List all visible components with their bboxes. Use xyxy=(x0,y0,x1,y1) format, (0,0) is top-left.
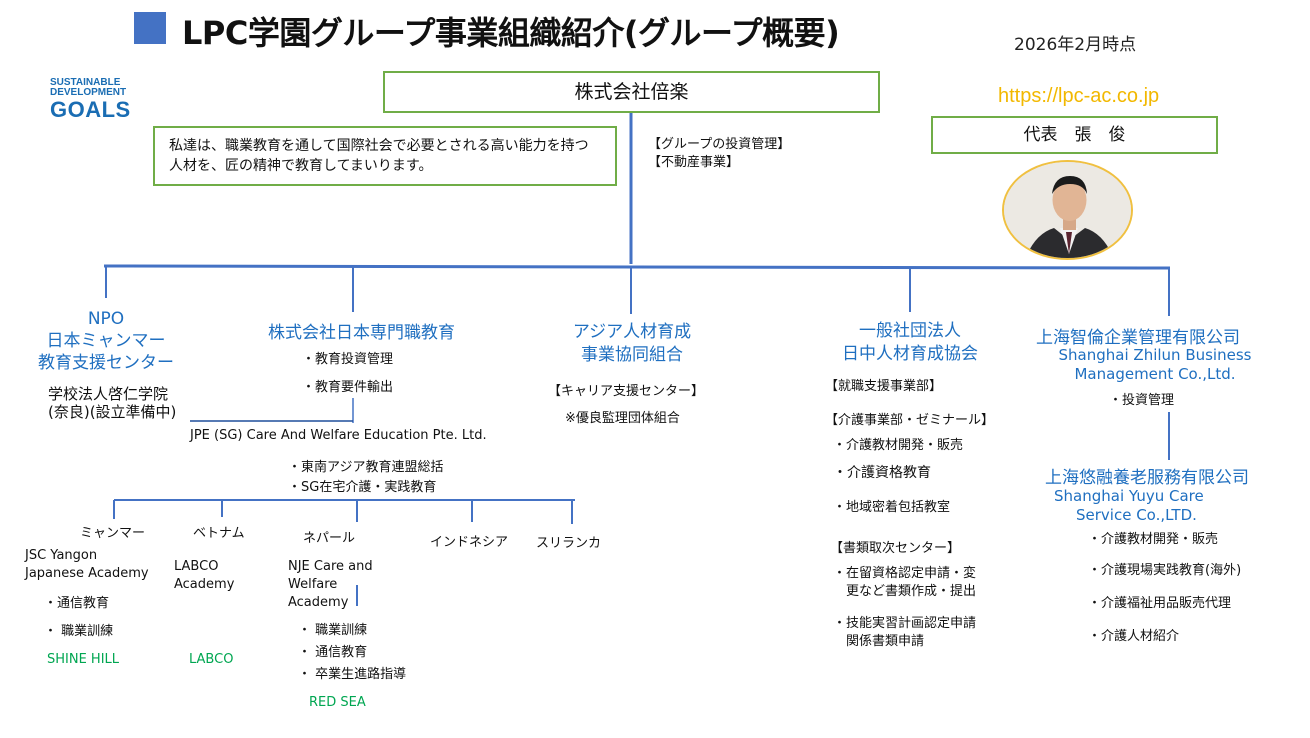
nicchu-dept-item: ・介護教材開発・販売 xyxy=(833,438,964,453)
nicchu-dept-item-line: ・在留資格認定申請・変 xyxy=(833,566,977,581)
yuyu-english-line: Service Co.,LTD. xyxy=(1076,506,1197,524)
country-label: ネパール xyxy=(303,531,356,546)
country-label: ベトナム xyxy=(193,526,245,541)
nepal-academy-line: Welfare xyxy=(288,577,338,592)
asia-union-item: 【キャリア支援センター】 xyxy=(548,384,705,399)
nihon-senmon-item: ・教育投資管理 xyxy=(302,352,394,367)
sdg-logo-line3: GOALS xyxy=(50,97,131,122)
country-label: インドネシア xyxy=(430,535,509,550)
vietnam-academy-name: LABCO Academy xyxy=(174,558,234,594)
brand-label-red-sea: RED SEA xyxy=(309,695,366,710)
vietnam-academy-line: Academy xyxy=(174,577,235,592)
brand-label-shine-hill: SHINE HILL xyxy=(47,652,120,667)
nicchu-name-line: 日中人材育成協会 xyxy=(842,344,978,364)
yuyu-item: ・介護現場実践教育(海外) xyxy=(1088,563,1242,578)
nicchu-dept-label: 【就職支援事業部】 xyxy=(825,379,943,394)
asia-union-name-line: アジア人材育成 xyxy=(572,322,692,342)
nepal-academy-item: ・ 卒業生進路指導 xyxy=(298,667,407,682)
title-accent-square xyxy=(134,12,166,44)
mission-statement: 私達は、職業教育を通して国際社会で必要とされる高い能力を持つ人材を、匠の精神で教… xyxy=(153,126,617,186)
jpe-item: ・SG在宅介護・実践教育 xyxy=(288,480,437,495)
npo-school-line: (奈良)(設立準備中) xyxy=(48,403,177,421)
jpe-item: ・東南アジア教育連盟総括 xyxy=(288,460,444,475)
myanmar-academy-line: JSC Yangon xyxy=(25,548,98,563)
nicchu-dept-item-line: ・技能実習計画認定申請 xyxy=(833,616,977,631)
myanmar-academy-line: Japanese Academy xyxy=(25,566,149,581)
myanmar-academy-name: JSC Yangon Japanese Academy xyxy=(25,547,149,583)
country-label: スリランカ xyxy=(536,536,602,551)
nihon-senmon-item: ・教育要件輸出 xyxy=(302,380,394,395)
website-url[interactable]: https://lpc-ac.co.jp xyxy=(998,85,1160,107)
nepal-academy-line: NJE Care and xyxy=(288,559,373,574)
nicchu-dept-item: ・技能実習計画認定申請 関係書類申請 xyxy=(833,615,976,651)
vietnam-academy-line: LABCO xyxy=(174,559,219,574)
npo-school-line: 学校法人啓仁学院 xyxy=(48,385,169,403)
nepal-academy-item: ・ 職業訓練 xyxy=(298,623,368,638)
nepal-academy-name: NJE Care and Welfare Academy xyxy=(288,558,373,612)
sdg-logo-line2: DEVELOPMENT xyxy=(50,87,127,98)
yuyu-english-line: Shanghai Yuyu Care xyxy=(1054,487,1204,505)
nicchu-dept-item: ・地域密着包括教室 xyxy=(833,500,951,515)
jpe-name: JPE (SG) Care And Welfare Education Pte.… xyxy=(190,428,487,443)
zhilun-english-line: Management Co.,Ltd. xyxy=(1074,365,1236,383)
nicchu-dept-item: ・介護資格教育 xyxy=(833,465,931,481)
myanmar-academy-item: ・通信教育 xyxy=(44,596,110,611)
nicchu-dept-label: 【介護事業部・ゼミナール】 xyxy=(825,413,995,428)
nicchu-dept-label: 【書類取次センター】 xyxy=(830,541,961,556)
npo-name-line: 教育支援センター xyxy=(38,353,174,373)
yuyu-name: 上海悠融養老服務有限公司 xyxy=(1045,468,1249,488)
npo-name-line: NPO xyxy=(87,309,125,329)
page-title: LPC学園グループ事業組織紹介(グループ概要) xyxy=(182,14,840,52)
zhilun-english-line: Shanghai Zhilun Business xyxy=(1058,346,1252,364)
as-of-date: 2026年2月時点 xyxy=(1014,35,1137,55)
npo-school: 学校法人啓仁学院 (奈良)(設立準備中) xyxy=(48,385,176,421)
npo-name-line: 日本ミャンマー xyxy=(46,331,166,351)
top-company-box: 株式会社倍楽 xyxy=(383,71,880,113)
brand-label-labco: LABCO xyxy=(189,652,234,667)
zhilun-english-name: Shanghai Zhilun Business Management Co.,… xyxy=(1030,346,1280,384)
nicchu-association-name: 一般社団法人 日中人材育成協会 xyxy=(818,320,1002,366)
zhilun-item: ・投資管理 xyxy=(1109,393,1175,408)
yuyu-item: ・介護福祉用品販売代理 xyxy=(1088,596,1232,611)
nicchu-dept-item: ・在留資格認定申請・変 更など書類作成・提出 xyxy=(833,565,976,601)
representative-box: 代表 張 俊 xyxy=(931,116,1218,154)
nicchu-dept-item-line: 関係書類申請 xyxy=(833,634,925,649)
top-company-role: 【不動産事業】 xyxy=(648,155,740,170)
myanmar-academy-item: ・ 職業訓練 xyxy=(44,624,114,639)
yuyu-item: ・介護教材開発・販売 xyxy=(1088,532,1219,547)
top-company-role: 【グループの投資管理】 xyxy=(648,137,791,152)
sdg-logo-line1: SUSTAINABLE xyxy=(50,77,121,88)
yuyu-english-name: Shanghai Yuyu Care Service Co.,LTD. xyxy=(1054,487,1204,525)
nihon-senmon-name: 株式会社日本専門職教育 xyxy=(268,323,455,343)
zhilun-name: 上海智倫企業管理有限公司 xyxy=(1036,328,1240,348)
nicchu-dept-item-line: 更など書類作成・提出 xyxy=(833,584,977,599)
sdg-logo: SUSTAINABLE DEVELOPMENT GOALS xyxy=(50,78,142,122)
nepal-academy-item: ・ 通信教育 xyxy=(298,645,368,660)
asia-union-name: アジア人材育成 事業協同組合 xyxy=(540,321,724,367)
portrait-photo-icon xyxy=(1002,160,1133,260)
yuyu-item: ・介護人材紹介 xyxy=(1088,629,1180,644)
npo-name: NPO 日本ミャンマー 教育支援センター xyxy=(20,308,192,374)
nepal-academy-line: Academy xyxy=(288,595,349,610)
asia-union-name-line: 事業協同組合 xyxy=(581,345,683,365)
country-label: ミャンマー xyxy=(80,526,146,541)
nicchu-name-line: 一般社団法人 xyxy=(859,321,961,341)
asia-union-item: ※優良監理団体組合 xyxy=(565,411,680,426)
